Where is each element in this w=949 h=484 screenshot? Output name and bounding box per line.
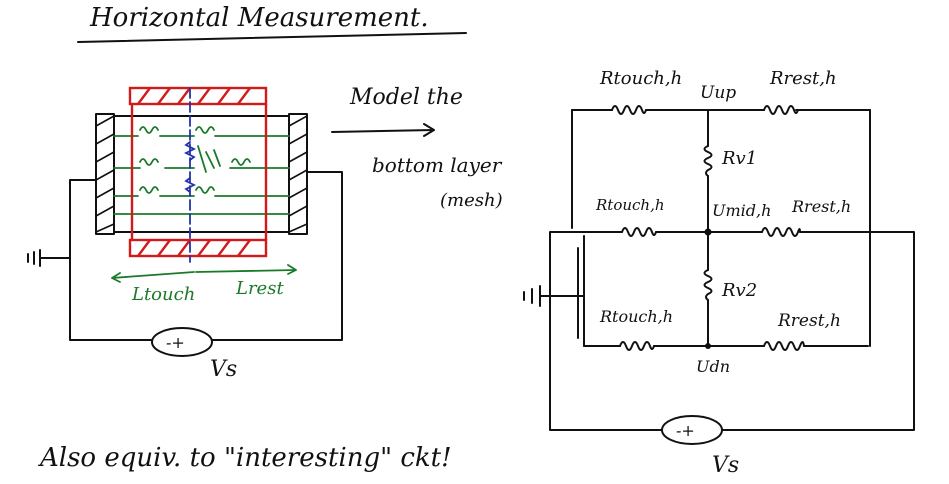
right-electrode-hatch bbox=[288, 115, 308, 233]
bot-node-dot bbox=[705, 343, 711, 349]
l-touch-label: Ltouch bbox=[131, 284, 195, 305]
rv2-label: Rv2 bbox=[721, 280, 757, 301]
footer-note: Also equiv. to "interesting" ckt! bbox=[38, 443, 452, 473]
right-voltage-source bbox=[661, 415, 723, 445]
v-up-label: Uup bbox=[700, 83, 736, 103]
r-rest-bot-resistor bbox=[763, 341, 805, 351]
bottom-contact-strip bbox=[128, 238, 268, 258]
r-rest-top-label: Rrest,h bbox=[769, 68, 837, 89]
r-rest-mid-resistor bbox=[761, 227, 801, 237]
r-rest-top-resistor bbox=[763, 105, 799, 115]
right-source-symbol: -+ bbox=[676, 421, 695, 440]
ground-symbol bbox=[523, 285, 541, 307]
model-arrow bbox=[331, 123, 435, 137]
rv1-label: Rv1 bbox=[721, 148, 757, 169]
right-lead bbox=[211, 171, 343, 341]
r-touch-mid-label: Rtouch,h bbox=[595, 196, 665, 214]
left-ground-symbol bbox=[27, 249, 41, 267]
outer-loop bbox=[549, 231, 915, 431]
touch-zigzag-bottom bbox=[184, 177, 197, 193]
right-source-label: Vs bbox=[712, 453, 739, 478]
note-line-2: bottom layer bbox=[372, 153, 503, 177]
touch-frame bbox=[130, 104, 268, 240]
page-title: Horizontal Measurement. bbox=[89, 3, 429, 33]
l-rest-label: Lrest bbox=[235, 278, 284, 299]
v-dn-label: Udn bbox=[696, 357, 730, 376]
panel-outline bbox=[113, 115, 290, 233]
left-electrode-hatch bbox=[95, 115, 115, 233]
touch-mark bbox=[197, 145, 221, 173]
r-touch-bot-resistor bbox=[619, 341, 655, 351]
touch-zigzag-top bbox=[183, 141, 197, 161]
mesh-resistors bbox=[139, 126, 251, 194]
left-side-electrode bbox=[95, 113, 115, 235]
r-touch-bot-label: Rtouch,h bbox=[599, 307, 673, 326]
bottom-strip-hatch bbox=[137, 239, 251, 257]
r-rest-mid-label: Rrest,h bbox=[791, 197, 851, 216]
title-underline bbox=[77, 32, 467, 43]
v-mid-label: Umid,h bbox=[712, 201, 771, 220]
panel-model: Ltouch Lrest -+ Vs bbox=[27, 86, 343, 382]
left-source-label: Vs bbox=[210, 357, 237, 382]
left-voltage-source bbox=[151, 327, 213, 357]
r-touch-top-resistor bbox=[611, 105, 647, 115]
r-touch-mid-resistor bbox=[621, 227, 657, 237]
r-touch-top-label: Rtouch,h bbox=[599, 68, 682, 89]
left-ground-lead bbox=[39, 179, 153, 341]
left-source-symbol: -+ bbox=[166, 333, 185, 352]
equivalent-circuit: Rtouch,h Uup Rrest,h Rv1 Rtouch,h Umid,h… bbox=[523, 68, 915, 478]
l-rest-arrow bbox=[195, 264, 297, 275]
r-rest-bot-label: Rrest,h bbox=[777, 311, 841, 331]
note-line-1: Model the bbox=[349, 85, 463, 110]
l-touch-arrow bbox=[111, 271, 195, 283]
right-side-electrode bbox=[288, 113, 308, 235]
rv2-resistor bbox=[703, 269, 713, 301]
rv1-resistor bbox=[703, 145, 713, 177]
top-contact-strip bbox=[128, 86, 268, 106]
top-strip-hatch bbox=[137, 87, 251, 105]
note-line-3: (mesh) bbox=[440, 190, 503, 211]
